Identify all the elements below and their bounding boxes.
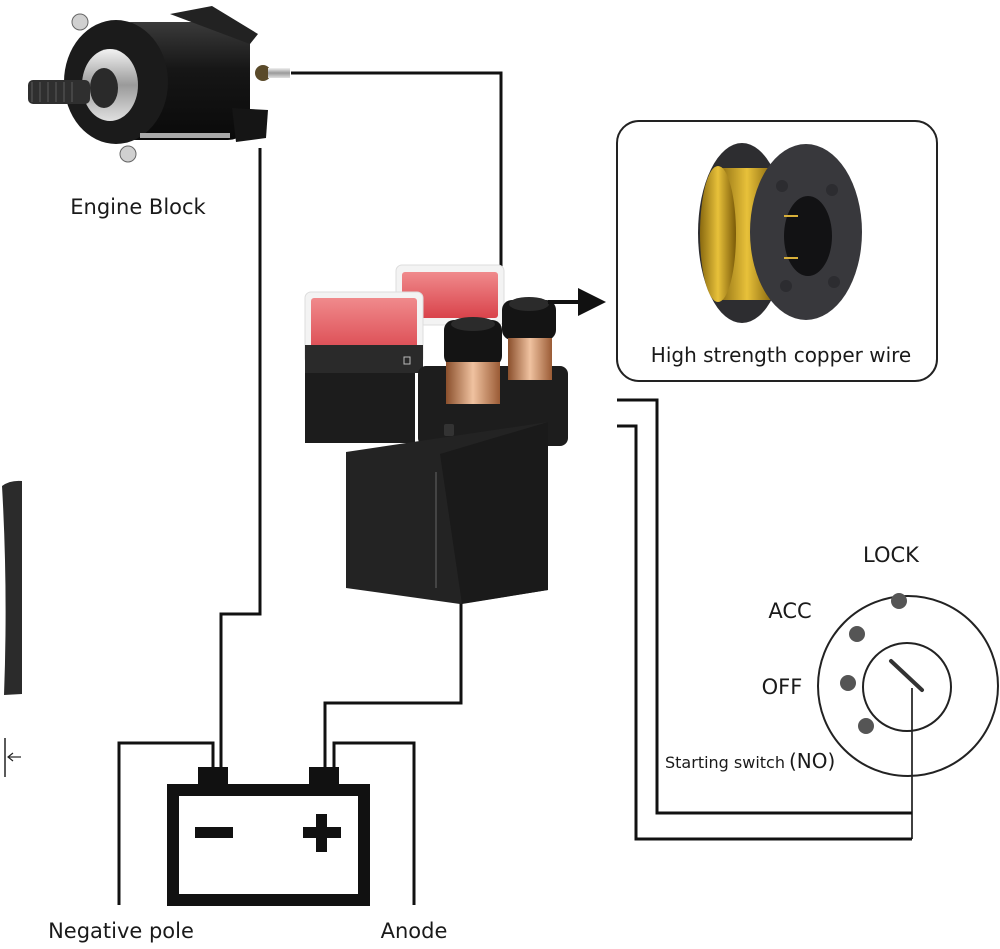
key-slot-icon	[889, 659, 924, 692]
ignition-off-label: OFF	[762, 675, 803, 699]
wire-negative-pole-lead	[117, 741, 215, 905]
left-edge-bar	[2, 480, 22, 695]
wire-relay-coil-2	[617, 424, 912, 841]
wire-engine-ground-to-negative	[219, 148, 262, 768]
ignition-acc-label: ACC	[768, 599, 811, 623]
position-dot-lock	[891, 593, 907, 609]
position-dot-off	[840, 675, 856, 691]
starting-switch-label: Starting switch(NO)	[665, 749, 835, 773]
wire-engine-to-relay	[291, 71, 503, 272]
dimension-arrow-icon	[4, 738, 21, 777]
ignition-switch	[817, 593, 999, 777]
wire-relay-coil-1	[617, 398, 912, 815]
wires	[117, 71, 913, 905]
copper-wire-callout	[616, 120, 938, 382]
minus-sign-icon	[195, 827, 233, 838]
position-dot-acc	[849, 626, 865, 642]
plus-sign-icon	[303, 814, 341, 852]
battery-icon	[167, 767, 370, 906]
wire-relay-to-positive	[323, 600, 463, 768]
relay-solenoid-image	[304, 264, 568, 604]
ignition-lock-label: LOCK	[863, 543, 920, 567]
position-dot-start	[858, 718, 874, 734]
engine-block-label: Engine Block	[70, 195, 206, 219]
arrow-right-icon	[548, 288, 606, 316]
wire-anode-lead	[332, 741, 416, 905]
copper-wire-label: High strength copper wire	[651, 343, 911, 367]
starter-motor-image	[28, 6, 290, 163]
negative-pole-label: Negative pole	[48, 919, 194, 943]
anode-label: Anode	[381, 919, 448, 943]
copper-wire-spool-image	[698, 143, 862, 323]
